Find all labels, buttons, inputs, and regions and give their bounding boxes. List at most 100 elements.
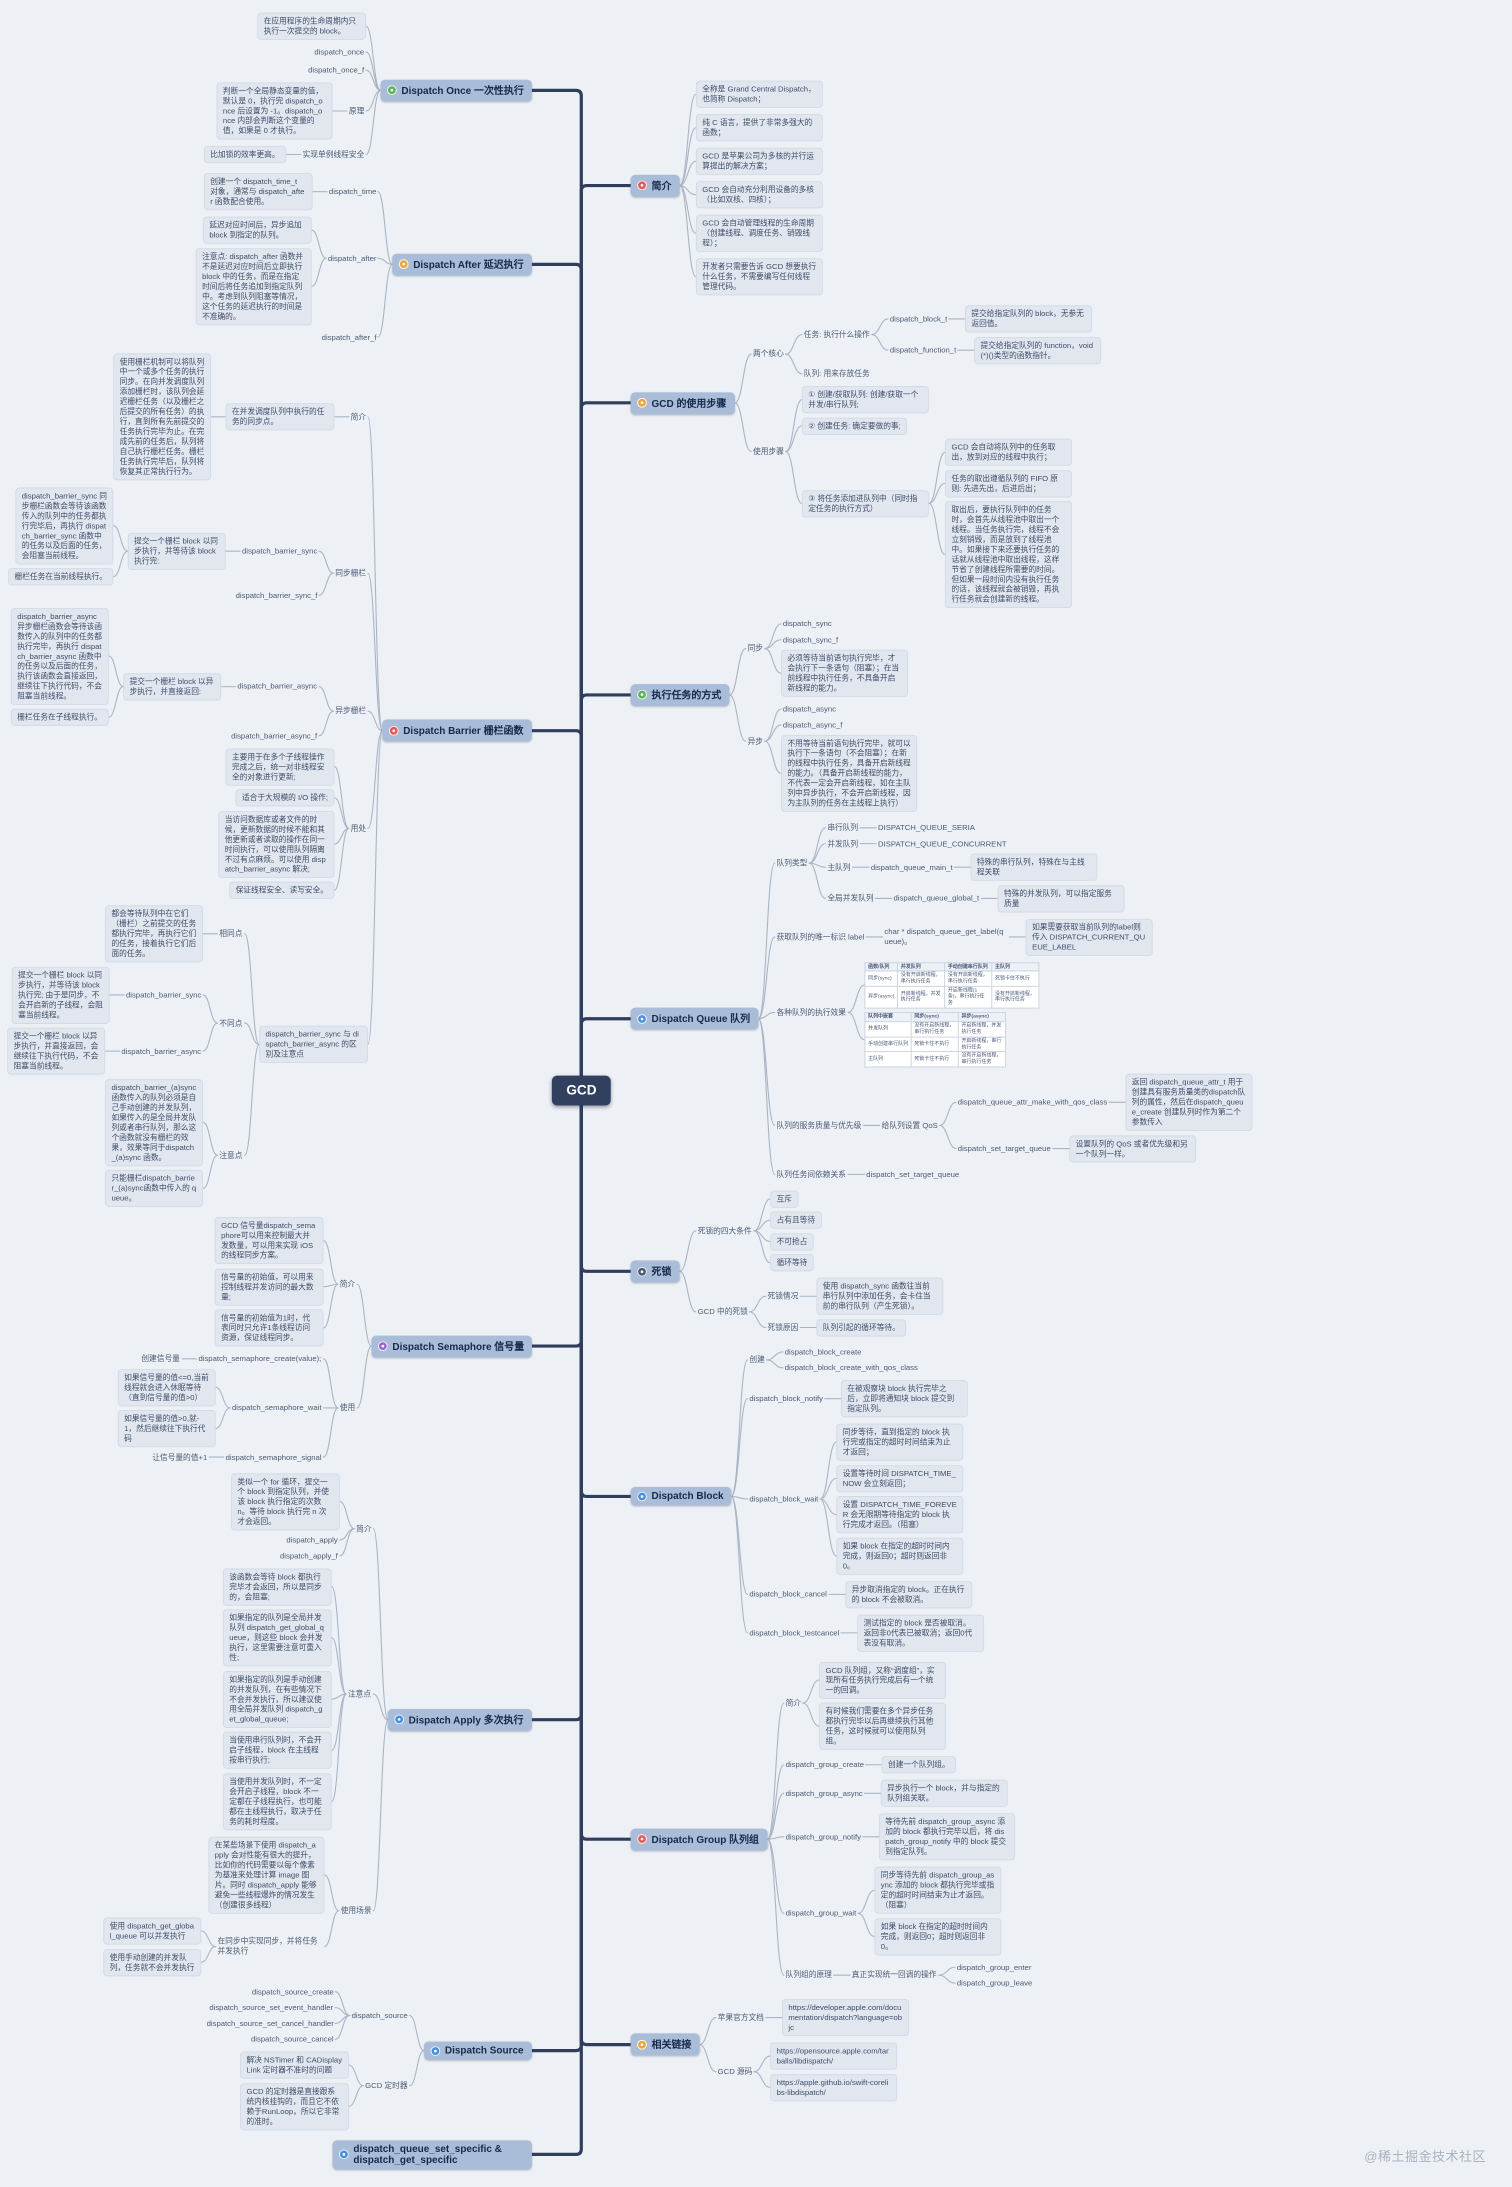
label-node[interactable]: 队列组的原理 (785, 1970, 832, 1980)
note-box[interactable]: 任务的取出遵循队列的 FIFO 原则: 先进先出，后进后出； (945, 469, 1072, 498)
note-box[interactable]: 当使用串行队列时，不会开启子线程，block 在主线程按串行执行; (222, 1731, 332, 1769)
label-node[interactable]: GCD 定时器 (365, 2080, 408, 2090)
note-box[interactable]: ① 创建/获取队列: 创建/获取一个并发/串行队列; (801, 386, 929, 414)
label-node[interactable]: dispatch_time (328, 186, 377, 196)
note-box[interactable]: 如果信号量的值>0,就-1，然后继续往下执行代码 (117, 1409, 216, 1448)
note-box[interactable]: https://opensource.apple.com/tarballs/li… (770, 2042, 898, 2070)
note-box[interactable]: 同步等待先前 dispatch_group_async 添加的 block 都执… (874, 1866, 1002, 1914)
queue-effects-table-basic[interactable]: 函数/队列并发队列手动创建串行队列主队列同步(sync)没有开启新线程，串行执行… (864, 961, 1040, 1009)
note-box[interactable]: 栅栏任务在子线程执行。 (10, 708, 109, 726)
label-node[interactable]: dispatch_group_create (785, 1759, 865, 1769)
note-box[interactable]: 主要用于在多个子线程操作完成之后，统一对非线程安全的对象进行更新; (225, 748, 335, 786)
label-node[interactable]: dispatch_semaphore_wait (231, 1402, 322, 1413)
label-node[interactable]: 异步 (747, 736, 763, 746)
note-box[interactable]: 不用等待当前语句执行完毕，就可以执行下一条语句（不会阻塞）；在新的线程中执行任务… (781, 734, 918, 813)
note-box[interactable]: 设置 DISPATCH_TIME_FOREVER 会无限期等待指定的 block… (836, 1496, 964, 1534)
note-box[interactable]: 返回 dispatch_queue_attr_t 用于创建具有服务质量类的dis… (1125, 1073, 1253, 1132)
note-box[interactable]: 设置等待时间 DISPATCH_TIME_NOW 会立刻返回； (836, 1464, 964, 1493)
label-node[interactable]: 死锁情况 (767, 1291, 799, 1301)
note-box[interactable]: 提交一个栅栏 block 以同步执行，并等待该 block 执行完: (127, 532, 226, 570)
label-node[interactable]: char * dispatch_queue_get_label(queue)。 (884, 926, 1004, 947)
note-box[interactable]: 全称是 Grand Central Dispatch，也简称 Dispatch； (695, 80, 823, 108)
label-node[interactable]: 队列任务间依赖关系 (776, 1169, 846, 1179)
label-node[interactable]: dispatch_block_t (889, 313, 948, 324)
note-box[interactable]: 在某些场景下使用 dispatch_apply 会对性能有很大的提升，比如你的代… (208, 1836, 325, 1914)
label-node[interactable]: 注意点 (347, 1689, 372, 1699)
label-node[interactable]: 简介 (339, 1279, 356, 1289)
note-box[interactable]: 在被观察块 block 执行完毕之后，立即将通知块 block 提交到指定队列。 (840, 1380, 968, 1418)
queue-effects-table-nested[interactable]: 队列中嵌套同步(sync)异步(async)并发队列没有开启新线程，串行执行任务… (864, 1012, 1006, 1068)
note-box[interactable]: 特殊的并发队列，可以指定服务质量 (997, 884, 1125, 913)
label-node[interactable]: dispatch_block_create (784, 1346, 862, 1357)
topic-dispatch-once[interactable]: Dispatch Once 一次性执行 (380, 79, 532, 102)
note-box[interactable]: 如果 block 在指定的超时时间内完成，则返回0；超时则返回非0。 (836, 1537, 964, 1575)
note-box[interactable]: GCD 会自动管理线程的生命周期（创建线程、调度任务、销毁线程）； (695, 214, 823, 253)
label-node[interactable]: 各种队列的执行效果 (776, 1007, 846, 1017)
note-box[interactable]: 开发者只需要告诉 GCD 想要执行什么任务，不需要编写任何线程管理代码。 (695, 258, 823, 296)
label-node[interactable]: dispatch_semaphore_signal (225, 1452, 322, 1462)
note-box[interactable]: 延迟对应时间后，异步追加 block 到指定的队列。 (202, 216, 312, 244)
note-box[interactable]: 当使用并发队列时，不一定会开启子线程，block 不一定都在子线程执行，也可能都… (222, 1772, 332, 1831)
label-node[interactable]: 死锁原因 (767, 1322, 799, 1332)
label-node[interactable]: dispatch_apply (286, 1535, 338, 1545)
note-box[interactable]: 提交一个栅栏 block 以异步执行，并直接返回，会继续往下执行代码，不会阻塞当… (7, 1027, 106, 1075)
label-node[interactable]: dispatch_set_target_queue (866, 1169, 960, 1179)
label-node[interactable]: 使用场景 (340, 1905, 372, 1915)
note-box[interactable]: 纯 C 语言，提供了非常多强大的函数； (695, 114, 823, 142)
label-node[interactable]: dispatch_after_f (321, 332, 377, 342)
label-node[interactable]: 串行队列 (827, 822, 859, 832)
topic-task-exec-ways[interactable]: 执行任务的方式 (630, 684, 730, 706)
note-box[interactable]: 如果信号量的值<=0,当前线程就会进入休眠等待（直到信号量的值>0） (117, 1368, 216, 1407)
note-box[interactable]: 信号量的初始值，可以用来控制线程并发访问的最大数量; (214, 1268, 324, 1306)
note-box[interactable]: 取出后，要执行队列中的任务时，会首先从线程池中取出一个线程。当任务执行完，线程不… (945, 501, 1072, 609)
label-node[interactable]: dispatch_after (328, 253, 377, 263)
note-box[interactable]: 创建一个 dispatch_time_t 对象，通常与 dispatch_aft… (203, 173, 313, 211)
label-node[interactable]: dispatch_block_cancel (749, 1589, 827, 1599)
label-node[interactable]: dispatch_block_wait (749, 1494, 819, 1504)
note-box[interactable]: 如果 block 在指定的超时时间内完成，则返回0；超时则返回非0。 (874, 1917, 1002, 1956)
label-node[interactable]: dispatch_queue_attr_make_with_qos_class (957, 1097, 1108, 1107)
label-node[interactable]: dispatch_source_set_cancel_handler (206, 2018, 334, 2028)
label-node[interactable]: 在同步中实现同步，并将任务并发执行 (217, 1936, 318, 1956)
note-box[interactable]: 都会等待队列中在它们（栅栏）之前提交的任务都执行完毕，再执行它们的任务，接着执行… (105, 905, 203, 963)
label-node[interactable]: 实现单例线程安全 (302, 149, 365, 159)
topic-dispatch-barrier[interactable]: Dispatch Barrier 栅栏函数 (382, 719, 532, 742)
label-node[interactable]: 给队列设置 QoS (881, 1120, 938, 1130)
label-node[interactable]: 创建信号量 (141, 1353, 180, 1363)
label-node[interactable]: dispatch_async_f (782, 719, 843, 729)
label-node[interactable]: 两个核心 (753, 349, 784, 359)
label-node[interactable]: dispatch_block_notify (749, 1393, 824, 1403)
label-node[interactable]: 使用步骤 (753, 446, 784, 456)
note-box[interactable]: 互斥 (770, 1190, 799, 1208)
label-node[interactable]: dispatch_source_create (251, 1986, 334, 1996)
note-box[interactable]: 如果需要获取当前队列的label则传入 DISPATCH_CURRENT_QUE… (1025, 918, 1153, 956)
label-node[interactable]: DISPATCH_QUEUE_SERIA (878, 822, 975, 832)
note-box[interactable]: 占有且等待 (770, 1211, 822, 1229)
note-box[interactable]: dispatch_barrier_sync 与 dispatch_barrier… (259, 1025, 368, 1064)
note-box[interactable]: 有时候我们需要在多个异步任务都执行完毕以后再继续执行其他任务，这时候就可以使用队… (819, 1702, 947, 1750)
label-node[interactable]: 真正实现统一回调的操作 (851, 1970, 937, 1980)
label-node[interactable]: dispatch_once (314, 47, 365, 57)
label-node[interactable]: 苹果官方文档 (717, 2012, 764, 2022)
label-node[interactable]: 同步栅栏 (335, 568, 367, 578)
note-box[interactable]: dispatch_barrier_(a)sync 函数传入的队列必须是自己手动创… (105, 1078, 203, 1167)
note-box[interactable]: 使用栅栏机制可以将队列中一个或多个任务的执行同步。在向并发调度队列添加栅栏时，该… (113, 352, 212, 481)
label-node[interactable]: dispatch_function_t (889, 345, 957, 355)
label-node[interactable]: dispatch_source (351, 2010, 408, 2020)
topic-usage-steps[interactable]: GCD 的使用步骤 (630, 391, 735, 414)
note-box[interactable]: 提交给指定队列的 function，void(*)()类型的函数指针。 (974, 336, 1101, 364)
note-box[interactable]: 创建一个队列组。 (881, 1756, 957, 1774)
label-node[interactable]: 简介 (356, 1523, 372, 1533)
note-box[interactable]: 必须等待当前语句执行完毕，才会执行下一条语句（阻塞）；在当前线程中执行任务，不具… (781, 649, 908, 698)
label-node[interactable]: 用处 (350, 823, 367, 833)
note-box[interactable]: GCD 的定时器是直接跟系统内核挂钩的，而且它不依赖于RunLoop，所以它非常… (240, 2082, 349, 2131)
label-node[interactable]: DISPATCH_QUEUE_CONCURRENT (878, 838, 1007, 848)
note-box[interactable]: https://apple.github.io/swift-corelibs-l… (770, 2073, 898, 2102)
note-box[interactable]: dispatch_barrier_sync 同步栅栏函数会等待该函数传入的队列中… (15, 487, 114, 565)
note-box[interactable]: https://developer.apple.com/documentatio… (782, 1998, 909, 2037)
note-box[interactable]: GCD 队列组，又称“调度组”，实现所有任务执行完成后有一个统一的回调。 (819, 1661, 947, 1699)
label-node[interactable]: dispatch_group_leave (956, 1978, 1033, 1988)
label-node[interactable]: 队列类型 (776, 858, 808, 868)
label-node[interactable]: 死锁的四大条件 (697, 1225, 752, 1235)
note-box[interactable]: GCD 会自动充分利用设备的多核（比如双核、四核）； (695, 181, 823, 209)
